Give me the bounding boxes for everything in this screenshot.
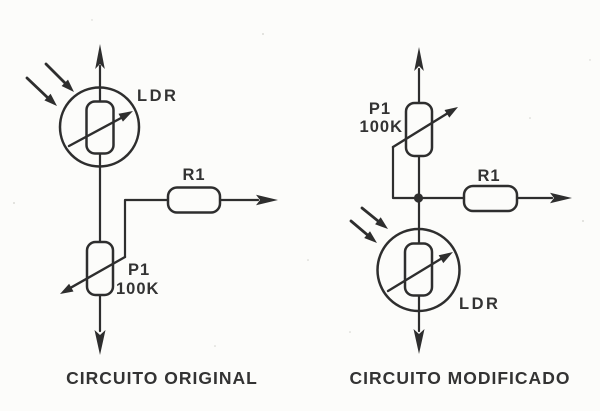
potentiometer-wiper-arrow xyxy=(391,112,449,149)
resistor-body xyxy=(462,184,519,213)
potentiometer-ref-label: P1 xyxy=(369,100,391,118)
arrow-up-icon xyxy=(95,44,105,69)
light-arrow-head-icon xyxy=(61,79,74,92)
light-arrow-head-icon xyxy=(364,231,377,243)
potentiometer-body xyxy=(404,101,434,158)
light-arrow-shaft xyxy=(349,219,370,238)
ldr-label: LDR xyxy=(137,87,178,105)
arrow-right-icon xyxy=(550,192,572,204)
resistor-label: R1 xyxy=(182,166,205,184)
ldr-variable-arrow-head-icon xyxy=(438,252,453,264)
light-arrow-shaft xyxy=(360,206,381,224)
potentiometer-wiper-arrow xyxy=(69,255,127,289)
ldr-envelope-circle xyxy=(58,86,141,168)
circuit-caption: CIRCUITO MODIFICADO xyxy=(350,368,571,388)
arrow-down-icon xyxy=(413,329,425,354)
potentiometer-ref-label: P1 xyxy=(128,261,150,279)
ldr-envelope-circle xyxy=(376,227,461,313)
ldr-label: LDR xyxy=(459,295,500,313)
circuit-caption: CIRCUITO ORIGINAL xyxy=(66,368,258,388)
arrow-right-icon xyxy=(256,194,278,206)
circuit-original: LDR R1 P1 100K CIRCUITO ORIGINAL xyxy=(25,44,278,388)
light-arrow-shaft xyxy=(25,76,49,99)
wiper-tap-wire xyxy=(123,198,170,259)
light-arrow-head-icon xyxy=(44,93,57,106)
arrow-down-icon xyxy=(94,330,106,355)
wiper-tap-wire xyxy=(391,145,416,200)
ldr-variable-arrow xyxy=(67,116,124,148)
ldr-variable-arrow xyxy=(386,257,443,293)
resistor-label: R1 xyxy=(477,167,500,185)
junction-dot xyxy=(413,193,424,203)
resistor-body xyxy=(166,186,222,214)
ldr-variable-arrow-head-icon xyxy=(118,111,133,122)
potentiometer-value-label: 100K xyxy=(116,280,159,298)
light-arrow-shaft xyxy=(44,62,67,85)
potentiometer-value-label: 100K xyxy=(360,118,403,136)
arrow-up-icon xyxy=(414,47,424,71)
light-arrow-head-icon xyxy=(375,217,388,229)
light-arrows-icon xyxy=(349,206,388,243)
potentiometer-wiper-head-icon xyxy=(444,107,458,118)
scan-speckles xyxy=(13,19,591,347)
potentiometer-body xyxy=(85,240,115,297)
ldr-body xyxy=(403,242,434,297)
light-arrows-icon xyxy=(25,62,74,106)
potentiometer-wiper-head-icon xyxy=(60,283,74,294)
ldr-body xyxy=(85,100,115,155)
circuit-modified: P1 100K R1 LDR CIRCUITO MODIFICADO xyxy=(350,47,572,388)
